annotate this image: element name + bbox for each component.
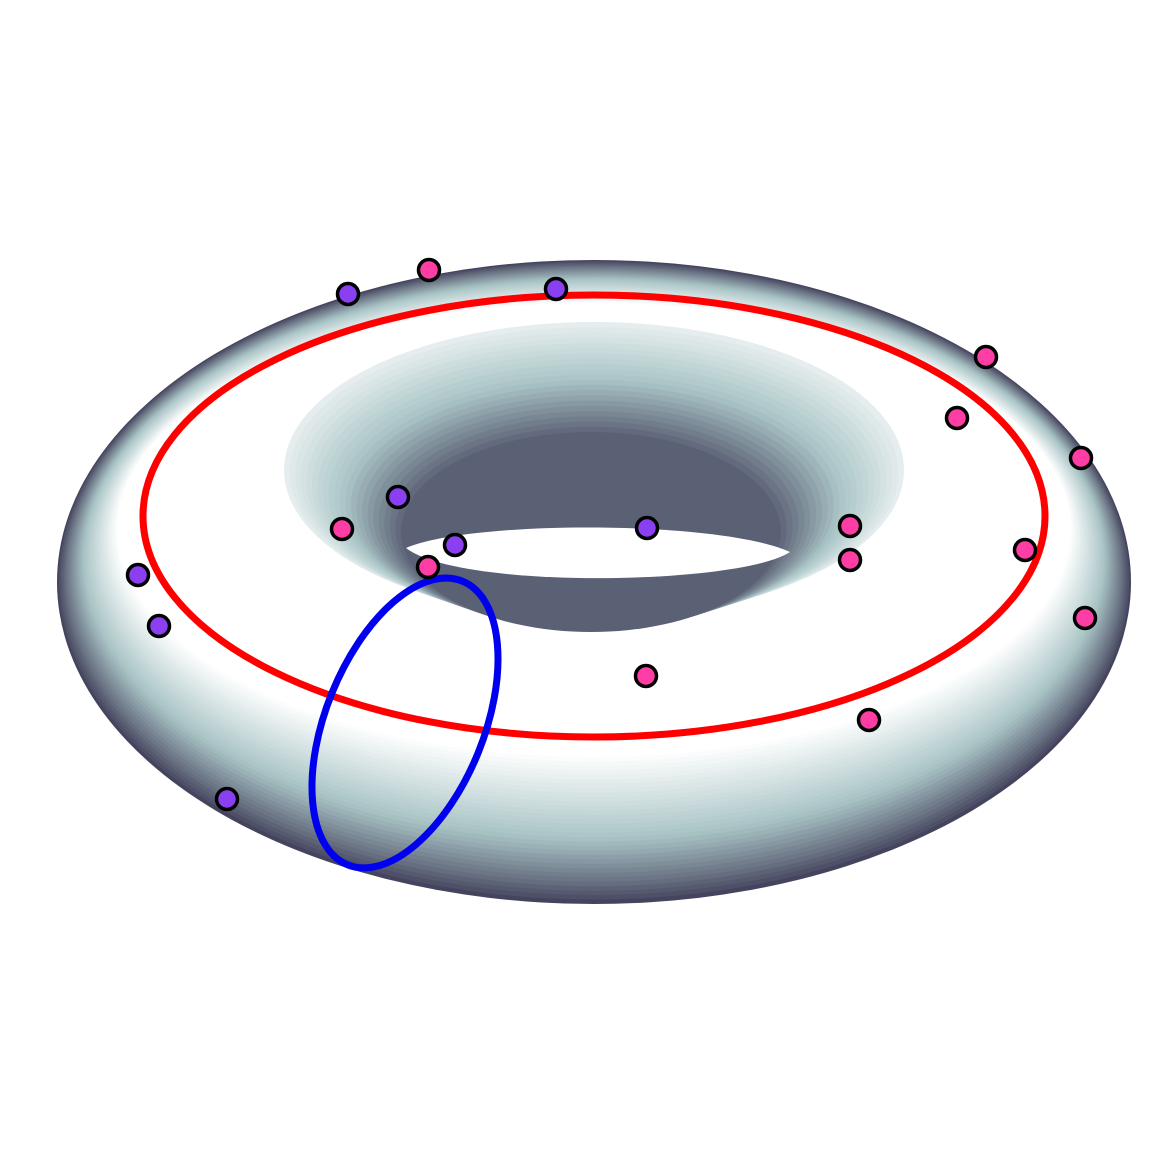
point-class-b (1068, 445, 1094, 471)
longitude-loop (139, 291, 1049, 741)
point-class-b (837, 513, 863, 539)
point-class-a (146, 613, 172, 639)
point-class-a (125, 562, 151, 588)
point-class-a (543, 276, 569, 302)
point-class-b (415, 554, 441, 580)
point-class-b (973, 344, 999, 370)
point-class-a (634, 515, 660, 541)
point-class-b (837, 547, 863, 573)
point-class-b (1072, 605, 1098, 631)
point-class-a (335, 281, 361, 307)
point-class-b (633, 663, 659, 689)
point-class-a (442, 532, 468, 558)
point-class-b (1012, 537, 1038, 563)
torus-hole (284, 322, 904, 632)
hole-opening (406, 527, 790, 579)
point-class-b (944, 405, 970, 431)
point-class-b (416, 257, 442, 283)
point-class-a (385, 484, 411, 510)
point-class-b (856, 707, 882, 733)
meridian-loop (308, 574, 502, 872)
sample-points (125, 257, 1098, 812)
point-class-a (214, 786, 240, 812)
loops (139, 291, 1049, 872)
point-class-b (329, 516, 355, 542)
